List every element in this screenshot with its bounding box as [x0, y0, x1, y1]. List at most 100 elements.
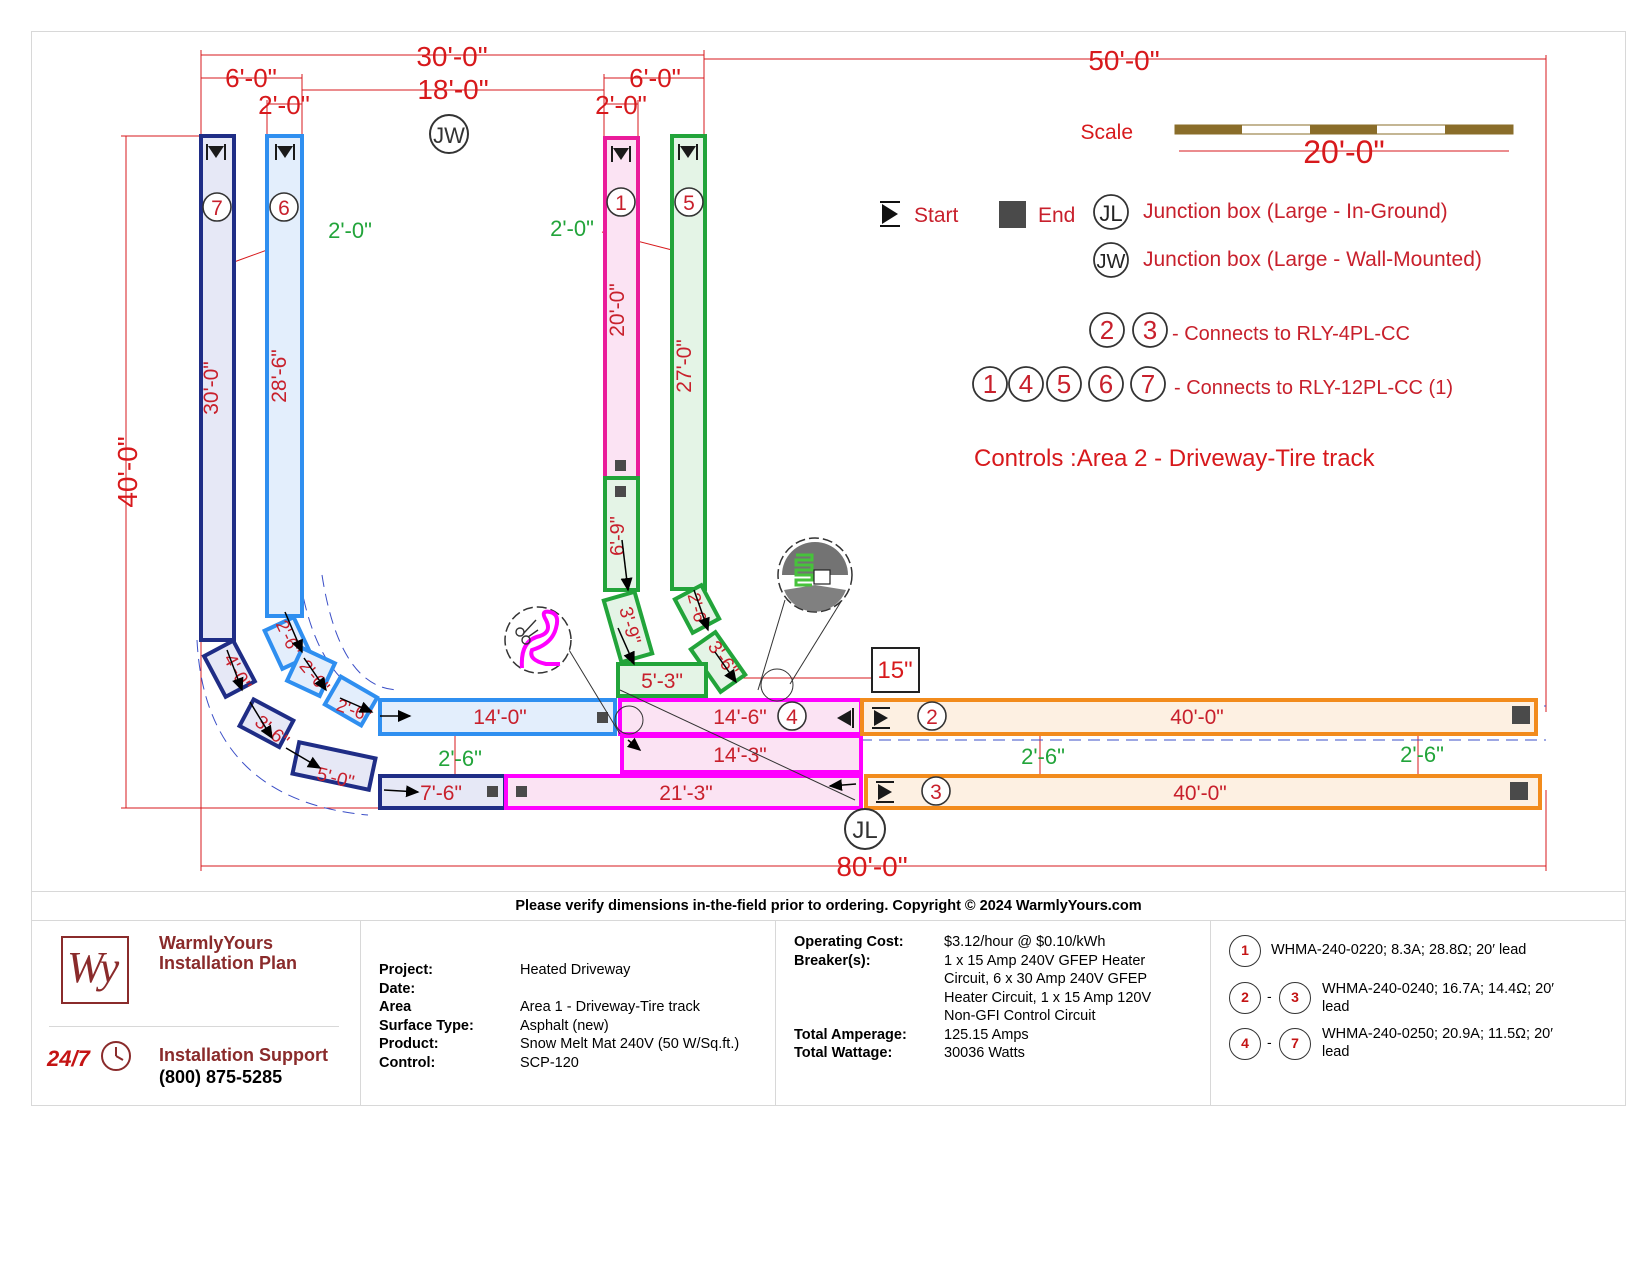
- clock-icon: [101, 1041, 131, 1071]
- dim-top-30: 30'-0": [416, 41, 487, 72]
- svg-text:Start: Start: [914, 204, 959, 227]
- brand-panel: Wy WarmlyYours Installation Plan 24/7 In…: [31, 921, 361, 1106]
- dim-gap-25-c: 2'-6": [1400, 742, 1444, 767]
- svg-text:27'-0": 27'-0": [673, 339, 696, 393]
- zone-circle-4: 4: [777, 701, 807, 731]
- cut-mat-scissors-icon: [504, 606, 572, 674]
- dim-top-6-left: 6'-0": [225, 63, 277, 93]
- heater-coil-icon: [777, 537, 853, 613]
- zone-circle-5: 5: [674, 187, 704, 217]
- mat-zone-7-labels: 30'-0" 4'-0" 3'-6" 5'-0" 7'-6": [200, 361, 462, 805]
- svg-text:2: 2: [926, 706, 938, 729]
- svg-text:4: 4: [786, 706, 798, 729]
- zone-numbers: 7 6 1 5 4 2 3: [202, 187, 951, 806]
- dim-top-6-right: 6'-0": [629, 63, 681, 93]
- start-marker-6: [275, 144, 295, 160]
- brand-name: WarmlyYours Installation Plan: [159, 933, 298, 973]
- mat-zone-2-3-labels: 40'-0" 40'-0": [1170, 706, 1227, 805]
- dim-top-2-right: 2'-0": [595, 90, 647, 120]
- mat-zone-6-labels: 28'-6" 2'-6" 2'-6" 2'-6" 14'-0": [268, 349, 527, 729]
- svg-text:21'-3": 21'-3": [659, 782, 713, 805]
- legend-group-a: 2 3 - Connects to RLY-4PL-CC: [1089, 312, 1410, 348]
- dim-top-18: 18'-0": [417, 74, 488, 105]
- junction-box-jw: JW: [429, 114, 469, 154]
- zone-circle-3: 3: [921, 776, 951, 806]
- electrical-fields: Operating Cost: $3.12/hour @ $0.10/kWh B…: [794, 934, 1152, 1061]
- svg-text:28'-6": 28'-6": [268, 349, 291, 403]
- dim-bottom-80: 80'-0": [836, 851, 907, 882]
- junction-box-jl: JL: [844, 808, 886, 850]
- legend-start: Start: [880, 201, 959, 227]
- svg-text:7'-6": 7'-6": [420, 782, 462, 805]
- dim-top-50: 50'-0": [1088, 45, 1159, 76]
- start-marker-4: [837, 708, 854, 728]
- dimension-labels: 30'-0" 50'-0" 6'-0" 18'-0" 6'-0" 2'-0" 2…: [112, 41, 1444, 882]
- start-marker-5: [678, 144, 698, 160]
- svg-text:JW: JW: [1097, 251, 1126, 273]
- svg-text:1: 1: [615, 192, 627, 215]
- svg-text:20'-0": 20'-0": [606, 283, 629, 337]
- svg-text:5: 5: [683, 192, 695, 215]
- svg-text:7: 7: [211, 197, 223, 220]
- support-phone[interactable]: (800) 875-5285: [159, 1067, 283, 1087]
- svg-text:2: 2: [1100, 315, 1114, 345]
- svg-text:Junction box (Large - Wall-Mou: Junction box (Large - Wall-Mounted): [1143, 248, 1482, 271]
- scale-value: 20'-0": [1303, 134, 1385, 170]
- svg-text:30'-0": 30'-0": [200, 361, 223, 415]
- scale-bar: Scale 20'-0": [1080, 121, 1514, 170]
- svg-text:3: 3: [930, 781, 942, 804]
- legend-jw: JW Junction box (Large - Wall-Mounted): [1093, 242, 1482, 278]
- svg-text:JL: JL: [1099, 201, 1122, 226]
- svg-text:- Connects to RLY-4PL-CC: - Connects to RLY-4PL-CC: [1172, 323, 1410, 345]
- svg-text:1: 1: [983, 369, 997, 399]
- drawing-sheet: [31, 31, 1626, 1106]
- svg-text:Junction box (Large - In-Groun: Junction box (Large - In-Ground): [1143, 200, 1448, 223]
- controls-area-label: Controls :Area 2 - Driveway-Tire track: [974, 445, 1376, 472]
- svg-text:6: 6: [1099, 369, 1113, 399]
- svg-text:14'-6": 14'-6": [713, 706, 767, 729]
- svg-text:40'-0": 40'-0": [1170, 706, 1224, 729]
- heater-label-15: 15": [871, 647, 920, 693]
- start-marker-1: [611, 146, 631, 162]
- svg-text:5'-3": 5'-3": [641, 670, 683, 693]
- electrical-panel: Operating Cost: $3.12/hour @ $0.10/kWh B…: [776, 921, 1211, 1106]
- svg-text:6'-9": 6'-9": [607, 516, 629, 556]
- flow-arrows: [226, 539, 857, 798]
- legend-group-b: 1 4 5 6 7 - Connects to RLY-12PL-CC (1): [972, 366, 1453, 402]
- mat-zone-1-4-labels: 20'-0" 14'-6" 14'-3" 21'-3": [606, 283, 767, 805]
- start-marker-3: [876, 781, 894, 803]
- zone-circle-1: 1: [606, 187, 636, 217]
- dim-gap-green-left: 2'-0": [328, 218, 372, 243]
- brand-divider: [49, 1026, 339, 1027]
- svg-text:14'-0": 14'-0": [473, 706, 527, 729]
- installation-drawing: 30'-0" 50'-0" 6'-0" 18'-0" 6'-0" 2'-0" 2…: [112, 41, 1547, 882]
- start-markers: [206, 144, 894, 803]
- start-marker-2: [872, 707, 890, 729]
- dim-top-2-left: 2'-0": [258, 90, 310, 120]
- brand-logo: Wy: [61, 936, 129, 1004]
- verify-notice: Please verify dimensions in-the-field pr…: [31, 891, 1626, 921]
- title-block: Wy WarmlyYours Installation Plan 24/7 In…: [31, 921, 1626, 1106]
- svg-text:5: 5: [1057, 369, 1071, 399]
- svg-text:40'-0": 40'-0": [1173, 782, 1227, 805]
- zone-circle-6: 6: [269, 192, 299, 222]
- mat-zone-2-3: [860, 698, 1542, 810]
- svg-text:7: 7: [1141, 369, 1155, 399]
- legend-end: End: [999, 201, 1075, 228]
- svg-text:JL: JL: [852, 817, 877, 844]
- dim-gap-25-a: 2'-6": [438, 746, 482, 771]
- svg-text:6: 6: [278, 197, 290, 220]
- dim-gap-25-b: 2'-6": [1021, 744, 1065, 769]
- svg-text:End: End: [1038, 204, 1075, 227]
- support-badge: 24/7: [47, 1046, 90, 1071]
- support-label: Installation Support: [159, 1045, 328, 1065]
- dim-gap-green-mid: 2'-0": [550, 216, 594, 241]
- svg-text:4: 4: [1019, 369, 1033, 399]
- svg-text:JW: JW: [433, 123, 465, 148]
- svg-text:3: 3: [1143, 315, 1157, 345]
- connection-leaders: [562, 599, 856, 801]
- svg-text:14'-3": 14'-3": [713, 744, 767, 767]
- svg-text:15": 15": [877, 657, 912, 684]
